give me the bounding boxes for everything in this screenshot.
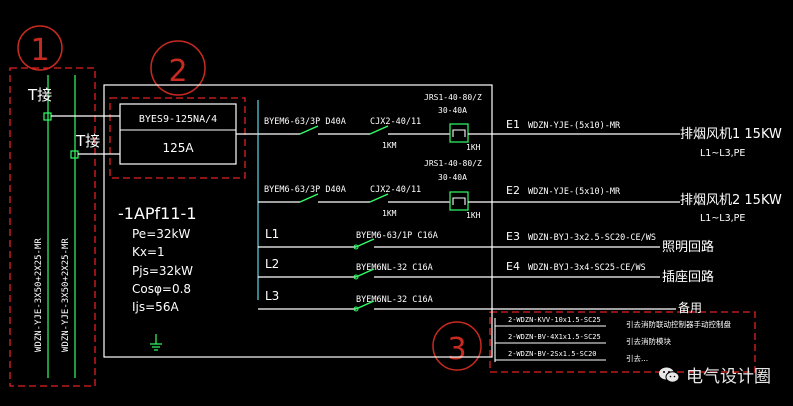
control-line-1-note: 引去消防联动控制器手动控制盘 [626,319,731,329]
branch-1-switch [355,238,375,248]
branch-1-phase: L1 [265,227,279,241]
control-line-3-note: 引去... [626,353,648,363]
panel-name: -1APf11-1 [118,204,197,223]
fan-2-relay: JRS1-40-80/Z [424,159,482,168]
fan-2-contactor: CJX2-40/11 [370,185,421,195]
control-lines: 2-WDZN-KVV-10x1.5-SC25 2-WDZN-BV-4X1x1.5… [494,316,731,363]
fan-1-thermal-relay [449,123,469,143]
fan-2-breaker-switch [299,193,319,203]
marker-3: 3 [432,321,482,371]
fan-2-relay-range: 30-40A [438,173,467,182]
fan-1-relay-range: 30-40A [438,106,467,115]
panel-pe: Pe=32kW [132,227,190,241]
main-switch-dashed-box [109,97,246,179]
fan-circuit-1: BYEM6-63/3P D40A CJX2-40/11 1KM JRS1-40-… [258,93,782,159]
fan-1-relay: JRS1-40-80/Z [424,93,482,102]
t-junction-label-2: T接 [75,132,100,150]
marker-1-label: 1 [30,33,49,68]
branch-3-phase: L3 [265,289,279,303]
fan-2-load: 排烟风机2 15KW [680,193,782,208]
control-line-2-note: 引去消防模块 [626,336,671,346]
branch-3-load: 备用 [678,301,702,315]
fan-1-circuit: E1 [506,118,520,131]
fan-circuit-2: BYEM6-63/3P D40A CJX2-40/11 1KM JRS1-40-… [258,159,782,224]
fan-2-phases: L1~L3,PE [700,213,745,224]
branch-circuit-3: L3 BYEM6NL-32 C16A 备用 [258,289,702,315]
feeder-cable-label-1: WDZN-YJE-3X50+2X25-MR [34,238,44,352]
feeder-cable-label-2: WDZN-YJE-3X50+2X25-MR [61,238,71,352]
watermark-text: 电气设计圈 [686,367,771,387]
branch-3-breaker: BYEM6NL-32 C16A [356,295,433,305]
t-junction-label-1: T接 [27,86,52,104]
fan-2-cable: WDZN-YJE-(5x10)-MR [528,187,621,197]
panel-kx: Kx=1 [132,245,165,259]
panel-pjs: Pjs=32kW [132,264,193,278]
control-line-2-cable: 2-WDZN-BV-4X1x1.5-SC25 [508,333,601,341]
feeder-dashed-box [9,67,96,387]
marker-2: 2 [150,40,206,96]
marker-3-label: 3 [447,332,466,367]
branch-2-breaker: BYEM6NL-32 C16A [356,263,433,273]
fan-1-contactor-switch [369,125,389,135]
control-line-1-cable: 2-WDZN-KVV-10x1.5-SC25 [508,316,601,324]
fan-2-contactor-switch [369,193,389,203]
branch-2-switch [355,268,375,278]
panel-ijs: Ijs=56A [132,300,179,314]
fan-1-relay-tag: 1KH [466,143,481,152]
ground-symbol [150,334,162,351]
branch-1-circuit: E3 [506,230,520,243]
fan-1-breaker-switch [299,125,319,135]
fan-1-load: 排烟风机1 15KW [680,127,782,142]
main-switch-box [119,103,237,165]
fan-1-contactor-tag: 1KM [382,141,397,150]
fan-2-relay-tag: 1KH [466,211,481,220]
branch-3-switch [355,300,375,310]
branch-2-cable: WDZN-BYJ-3x4-SC25-CE/WS [528,263,646,273]
marker-2-label: 2 [168,54,187,89]
branch-1-cable: WDZN-BYJ-3x2.5-SC20-CE/WS [528,233,656,243]
branch-circuit-1: L1 BYEM6-63/1P C16A E3 WDZN-BYJ-3x2.5-SC… [258,227,714,255]
branch-2-phase: L2 [265,257,279,271]
fan-2-contactor-tag: 1KM [382,209,397,218]
panel-cos: Cosφ=0.8 [132,282,191,296]
fan-1-cable: WDZN-YJE-(5x10)-MR [528,121,621,131]
main-switch-rating: 125A [162,141,194,155]
fan-1-breaker: BYEM6-63/3P D40A [264,117,346,127]
panel-outline [103,84,493,358]
fan-1-phases: L1~L3,PE [700,148,745,159]
branch-2-circuit: E4 [506,260,520,273]
fan-2-circuit: E2 [506,184,520,197]
branch-1-breaker: BYEM6-63/1P C16A [356,231,438,241]
marker-1: 1 [17,25,63,71]
fan-2-breaker: BYEM6-63/3P D40A [264,185,346,195]
watermark: 电气设计圈 [658,362,771,387]
control-line-3-cable: 2-WDZN-BV-2Sx1.5-SC20 [508,350,597,358]
branch-1-load: 照明回路 [662,239,714,255]
fan-1-contactor: CJX2-40/11 [370,117,421,127]
control-dashed-box [489,311,756,373]
branch-circuit-2: L2 BYEM6NL-32 C16A E4 WDZN-BYJ-3x4-SC25-… [258,257,714,285]
wechat-icon [659,367,680,383]
main-switch-model: BYES9-125NA/4 [139,114,217,125]
fan-2-thermal-relay [449,191,469,211]
branch-2-load: 插座回路 [662,269,714,285]
